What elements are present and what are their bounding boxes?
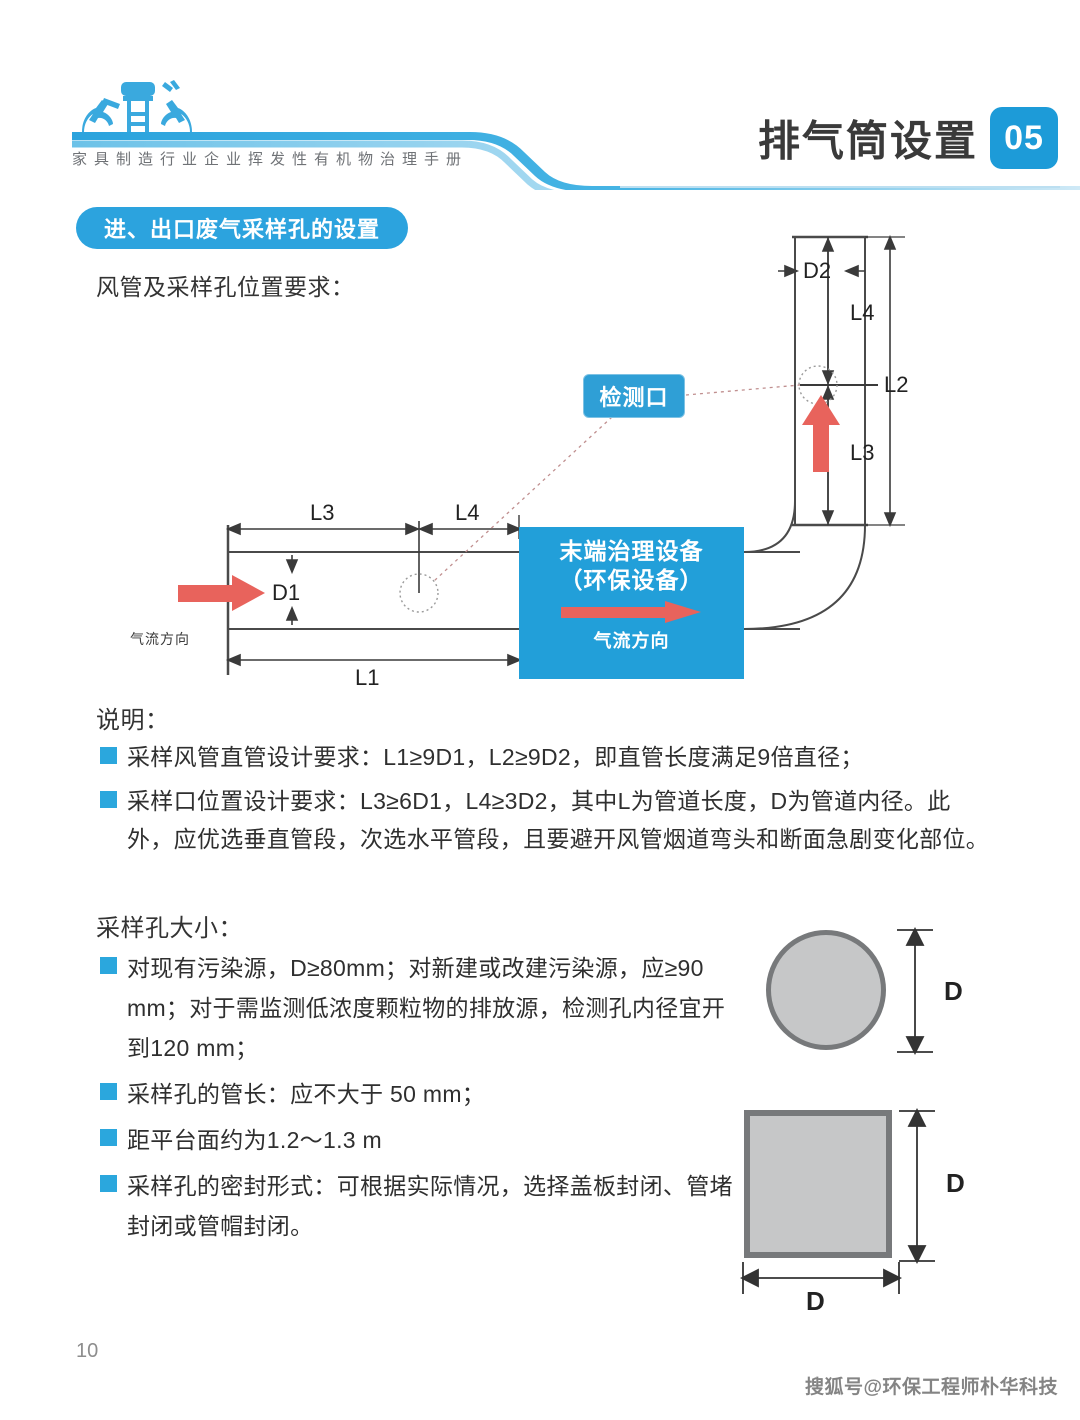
- list-item: 距平台面约为1.2～1.3 m: [100, 1120, 740, 1160]
- bullet-square-icon: [100, 1175, 117, 1192]
- dotted-circle-port: [798, 365, 838, 405]
- size-text: 对现有污染源，D≥80mm；对新建或改建污染源，应≥90 mm；对于需监测低浓度…: [127, 955, 726, 1061]
- red-right-arrow: [178, 575, 265, 611]
- bullet-square-icon: [100, 1083, 117, 1100]
- duct-requirements-heading: 风管及采样孔位置要求：: [96, 274, 355, 300]
- list-item: 采样孔的密封形式：可根据实际情况，选择盖板封闭、管堵封闭或管帽封闭。: [100, 1166, 740, 1246]
- bullet-square-icon: [100, 1129, 117, 1146]
- notes-heading: 说明：: [96, 707, 170, 734]
- section-number-badge: 05: [990, 107, 1058, 169]
- square-vertical-dimension-label: D: [946, 1168, 965, 1198]
- manual-subtitle: 家具制造行业企业挥发性有机物治理手册: [72, 151, 469, 168]
- equipment-title-line2: （环保设备）: [559, 566, 704, 593]
- size-text: 采样孔的管长：应不大于 50 mm；: [127, 1081, 486, 1107]
- inlet-flow-label: 气流方向: [130, 631, 190, 647]
- list-item: 采样孔的管长：应不大于 50 mm；: [100, 1074, 740, 1114]
- sampling-hole-size-list: 对现有污染源，D≥80mm；对新建或改建污染源，应≥90 mm；对于需监测低浓度…: [100, 948, 740, 1252]
- label-d2: D2: [803, 258, 832, 283]
- circle-dimension-label: D: [944, 976, 963, 1006]
- equipment-title-line1: 末端治理设备: [559, 538, 704, 564]
- note-text: 采样口位置设计要求：L3≥6D1，L4≥3D2，其中L为管道长度，D为管道内径。…: [127, 788, 990, 852]
- section-pill-heading: 进、出口废气采样孔的设置: [76, 207, 409, 249]
- square-horizontal-dimension-arrow: [739, 1262, 903, 1294]
- size-text: 采样孔的密封形式：可根据实际情况，选择盖板封闭、管堵封闭或管帽封闭。: [127, 1173, 733, 1239]
- bullet-square-icon: [100, 791, 117, 808]
- label-l3-vertical: L3: [850, 440, 875, 465]
- circle-dimension-arrow: [897, 926, 933, 1056]
- page-title: 排气筒设置: [757, 117, 978, 165]
- dotted-circle-port: [399, 573, 439, 613]
- circular-sampling-hole-figure: [766, 930, 886, 1050]
- callout-leader-lines: [433, 384, 801, 582]
- label-l2: L2: [884, 372, 909, 397]
- bullet-square-icon: [100, 747, 117, 764]
- page-number: 10: [76, 1340, 99, 1362]
- square-sampling-hole-figure: [744, 1110, 892, 1258]
- page-header: 家具制造行业企业挥发性有机物治理手册 排气筒设置 05: [0, 60, 1080, 190]
- equipment-flow-label: 气流方向: [593, 630, 670, 651]
- treatment-equipment-box: 末端治理设备 （环保设备） 气流方向: [519, 527, 744, 679]
- sampling-hole-size-heading: 采样孔大小：: [96, 915, 243, 942]
- list-item: 采样风管直管设计要求：L1≥9D1，L2≥9D2，即直管长度满足9倍直径；: [100, 738, 990, 776]
- list-item: 采样口位置设计要求：L3≥6D1，L4≥3D2，其中L为管道长度，D为管道内径。…: [100, 782, 990, 858]
- label-l4-vertical: L4: [850, 300, 875, 325]
- red-right-arrow: [560, 600, 701, 623]
- inspection-port-callout: 检测口: [583, 374, 685, 418]
- notes-list: 采样风管直管设计要求：L1≥9D1，L2≥9D2，即直管长度满足9倍直径； 采样…: [100, 738, 990, 864]
- label-l3-horizontal: L3: [310, 500, 335, 525]
- watermark: 搜狐号@环保工程师朴华科技: [804, 1377, 1058, 1398]
- size-text: 距平台面约为1.2～1.3 m: [127, 1127, 382, 1153]
- list-item: 对现有污染源，D≥80mm；对新建或改建污染源，应≥90 mm；对于需监测低浓度…: [100, 948, 740, 1068]
- square-vertical-dimension-arrow: [899, 1107, 935, 1265]
- header-band: [72, 80, 1080, 190]
- label-l4-horizontal: L4: [455, 500, 480, 525]
- robot-arms-chair-logo: [82, 80, 192, 133]
- bullet-square-icon: [100, 957, 117, 974]
- square-horizontal-dimension-label: D: [806, 1286, 825, 1316]
- label-l1: L1: [355, 665, 380, 690]
- red-up-arrow: [802, 395, 840, 472]
- note-text: 采样风管直管设计要求：L1≥9D1，L2≥9D2，即直管长度满足9倍直径；: [127, 744, 864, 770]
- label-d1: D1: [272, 580, 301, 605]
